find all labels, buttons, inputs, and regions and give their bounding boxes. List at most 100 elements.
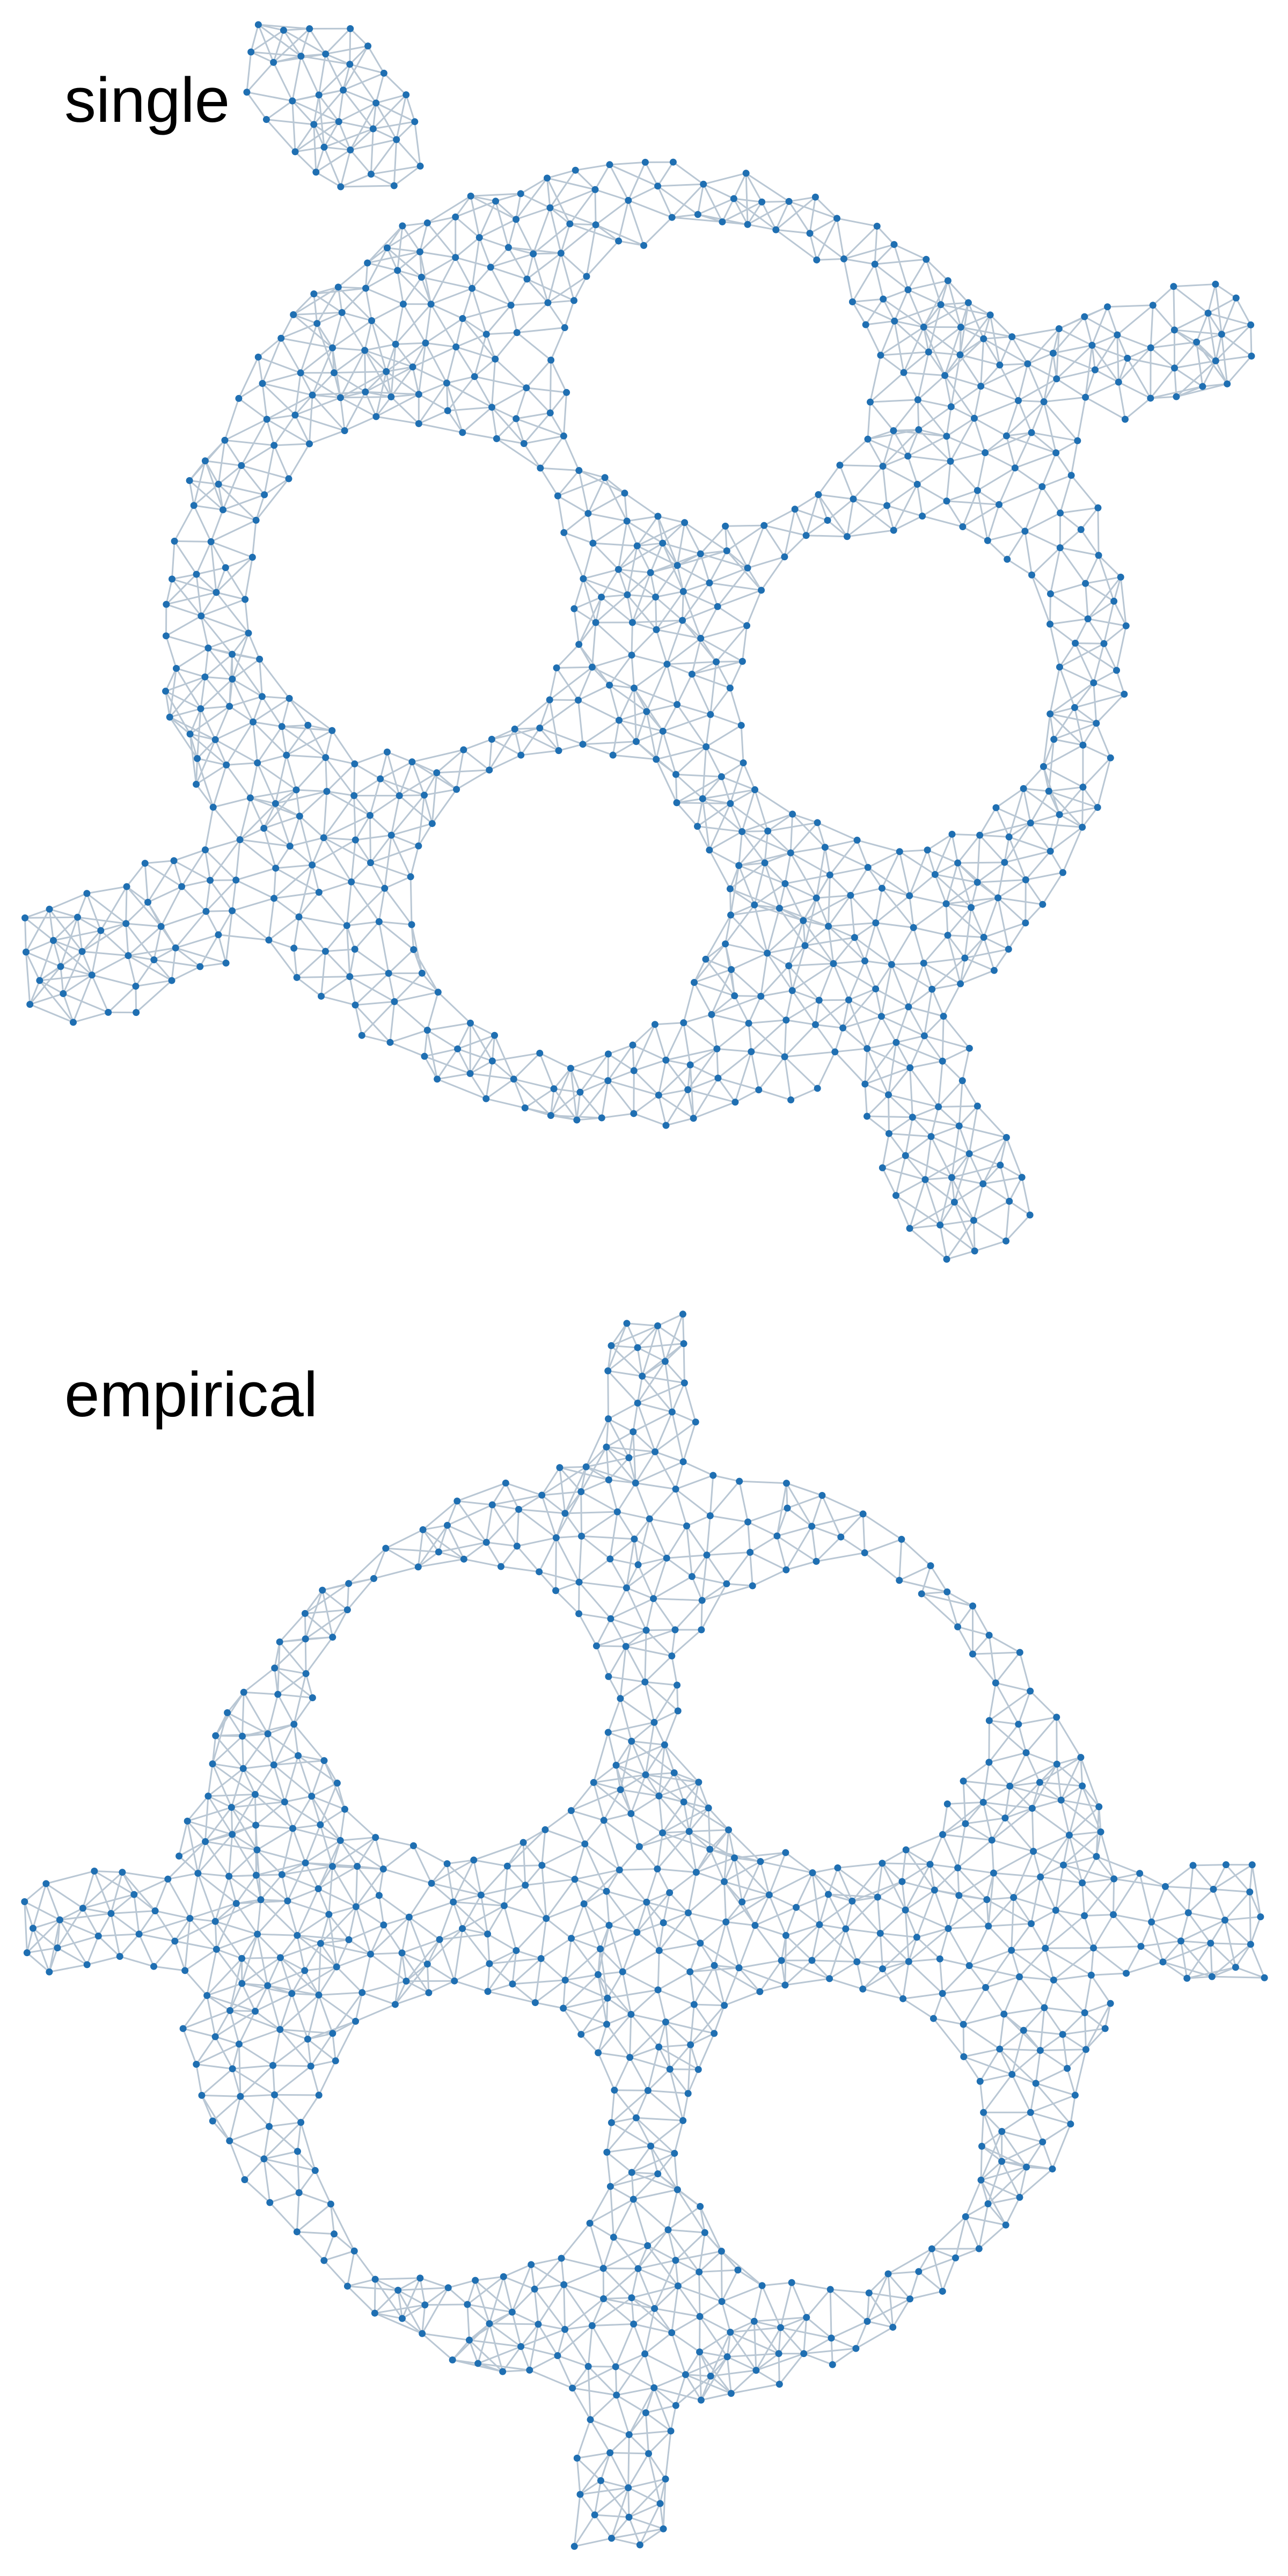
graph-edge <box>281 1874 319 1890</box>
graph-edge <box>447 1501 458 1526</box>
graph-edge <box>656 1831 690 1870</box>
graph-edge <box>175 668 202 709</box>
graph-edge <box>614 2089 648 2091</box>
graph-edge <box>62 951 83 994</box>
graph-edge <box>767 813 793 832</box>
graph-node <box>186 477 193 484</box>
graph-edge <box>946 881 978 905</box>
graph-node <box>466 1019 474 1027</box>
graph-edge <box>602 2237 614 2269</box>
graph-edge <box>431 1882 481 1896</box>
graph-edge <box>844 258 875 265</box>
graph-edge <box>254 1794 294 1829</box>
graph-edge <box>990 314 1013 338</box>
graph-edge <box>630 2057 670 2070</box>
graph-node <box>328 1863 336 1870</box>
graph-edge <box>25 952 31 1005</box>
graph-edge <box>910 2290 943 2300</box>
graph-edge <box>875 989 882 1017</box>
graph-edge <box>370 1924 385 1955</box>
graph-edge <box>912 1116 960 1127</box>
graph-node <box>718 773 725 780</box>
graph-edge <box>682 1314 685 1344</box>
graph-edge <box>584 1819 605 1845</box>
graph-node <box>280 26 287 34</box>
graph-edge <box>591 622 597 668</box>
graph-edge <box>930 1136 953 1178</box>
graph-edge <box>447 1859 474 1865</box>
graph-node <box>814 1085 821 1092</box>
graph-edge <box>208 1795 232 1809</box>
graph-edge <box>995 1652 1021 1684</box>
graph-edge <box>635 2090 649 2118</box>
graph-edge <box>184 1949 217 1972</box>
graph-edge <box>700 638 743 662</box>
graph-node <box>624 591 631 598</box>
graph-node <box>452 213 459 221</box>
graph-node <box>1084 615 1092 623</box>
graph-edge <box>600 2452 611 2481</box>
graph-node <box>974 879 981 886</box>
graph-edge <box>39 940 54 981</box>
graph-edge <box>246 62 274 93</box>
graph-node <box>976 2077 984 2085</box>
graph-edge <box>784 1024 816 1058</box>
graph-edge <box>940 280 949 305</box>
graph-node <box>1028 429 1035 436</box>
graph-edge <box>986 504 1000 541</box>
graph-edge <box>1040 1876 1057 1911</box>
graph-edge <box>166 635 209 649</box>
graph-edge <box>1031 1799 1062 1809</box>
graph-edge <box>538 2323 565 2330</box>
graph-edge <box>699 1921 727 1944</box>
graph-edge <box>462 1894 482 1929</box>
graph-node <box>944 932 952 939</box>
graph-edge <box>709 1829 729 1850</box>
graph-edge <box>764 508 795 526</box>
graph-edge <box>338 262 368 288</box>
graph-edge <box>422 1500 458 1531</box>
graph-edge <box>594 2480 602 2515</box>
graph-edge <box>1040 1834 1070 1878</box>
graph-edge <box>931 2248 943 2292</box>
graph-edge <box>530 2264 565 2286</box>
graph-edge <box>318 881 352 894</box>
graph-edge <box>742 762 756 791</box>
graph-edge <box>545 1829 586 1845</box>
graph-edge <box>361 1953 371 1993</box>
graph-edge <box>606 2145 651 2153</box>
graph-node <box>699 795 706 802</box>
graph-edge <box>633 663 668 689</box>
graph-edge <box>467 2303 513 2313</box>
graph-node <box>561 1977 569 1984</box>
graph-edge <box>704 2232 722 2252</box>
graph-node <box>371 2275 379 2283</box>
graph-node <box>190 502 197 509</box>
graph-edge <box>609 164 630 201</box>
graph-edge <box>610 2173 658 2187</box>
graph-edge <box>307 724 327 758</box>
graph-edge <box>1074 693 1125 708</box>
graph-node <box>941 372 949 379</box>
graph-node <box>335 118 342 126</box>
graph-edge <box>802 920 835 964</box>
graph-edge <box>30 993 64 1005</box>
graph-edge <box>189 1918 216 1922</box>
graph-edge <box>126 885 149 903</box>
graph-node <box>1113 667 1121 674</box>
graph-edge <box>355 1906 371 1955</box>
graph-edge <box>280 1942 321 1959</box>
graph-edge <box>24 918 27 953</box>
graph-edge <box>869 372 905 403</box>
graph-edge <box>886 484 918 507</box>
graph-edge <box>274 1638 306 1669</box>
graph-edge <box>646 711 664 732</box>
graph-edge <box>320 1942 371 1955</box>
graph-edge <box>577 667 593 701</box>
graph-edge <box>647 2229 669 2246</box>
graph-edge <box>555 1537 580 1583</box>
graph-node <box>579 741 587 748</box>
graph-edge <box>165 574 197 605</box>
graph-edge <box>658 1795 684 1803</box>
graph-edge <box>205 1841 258 1851</box>
